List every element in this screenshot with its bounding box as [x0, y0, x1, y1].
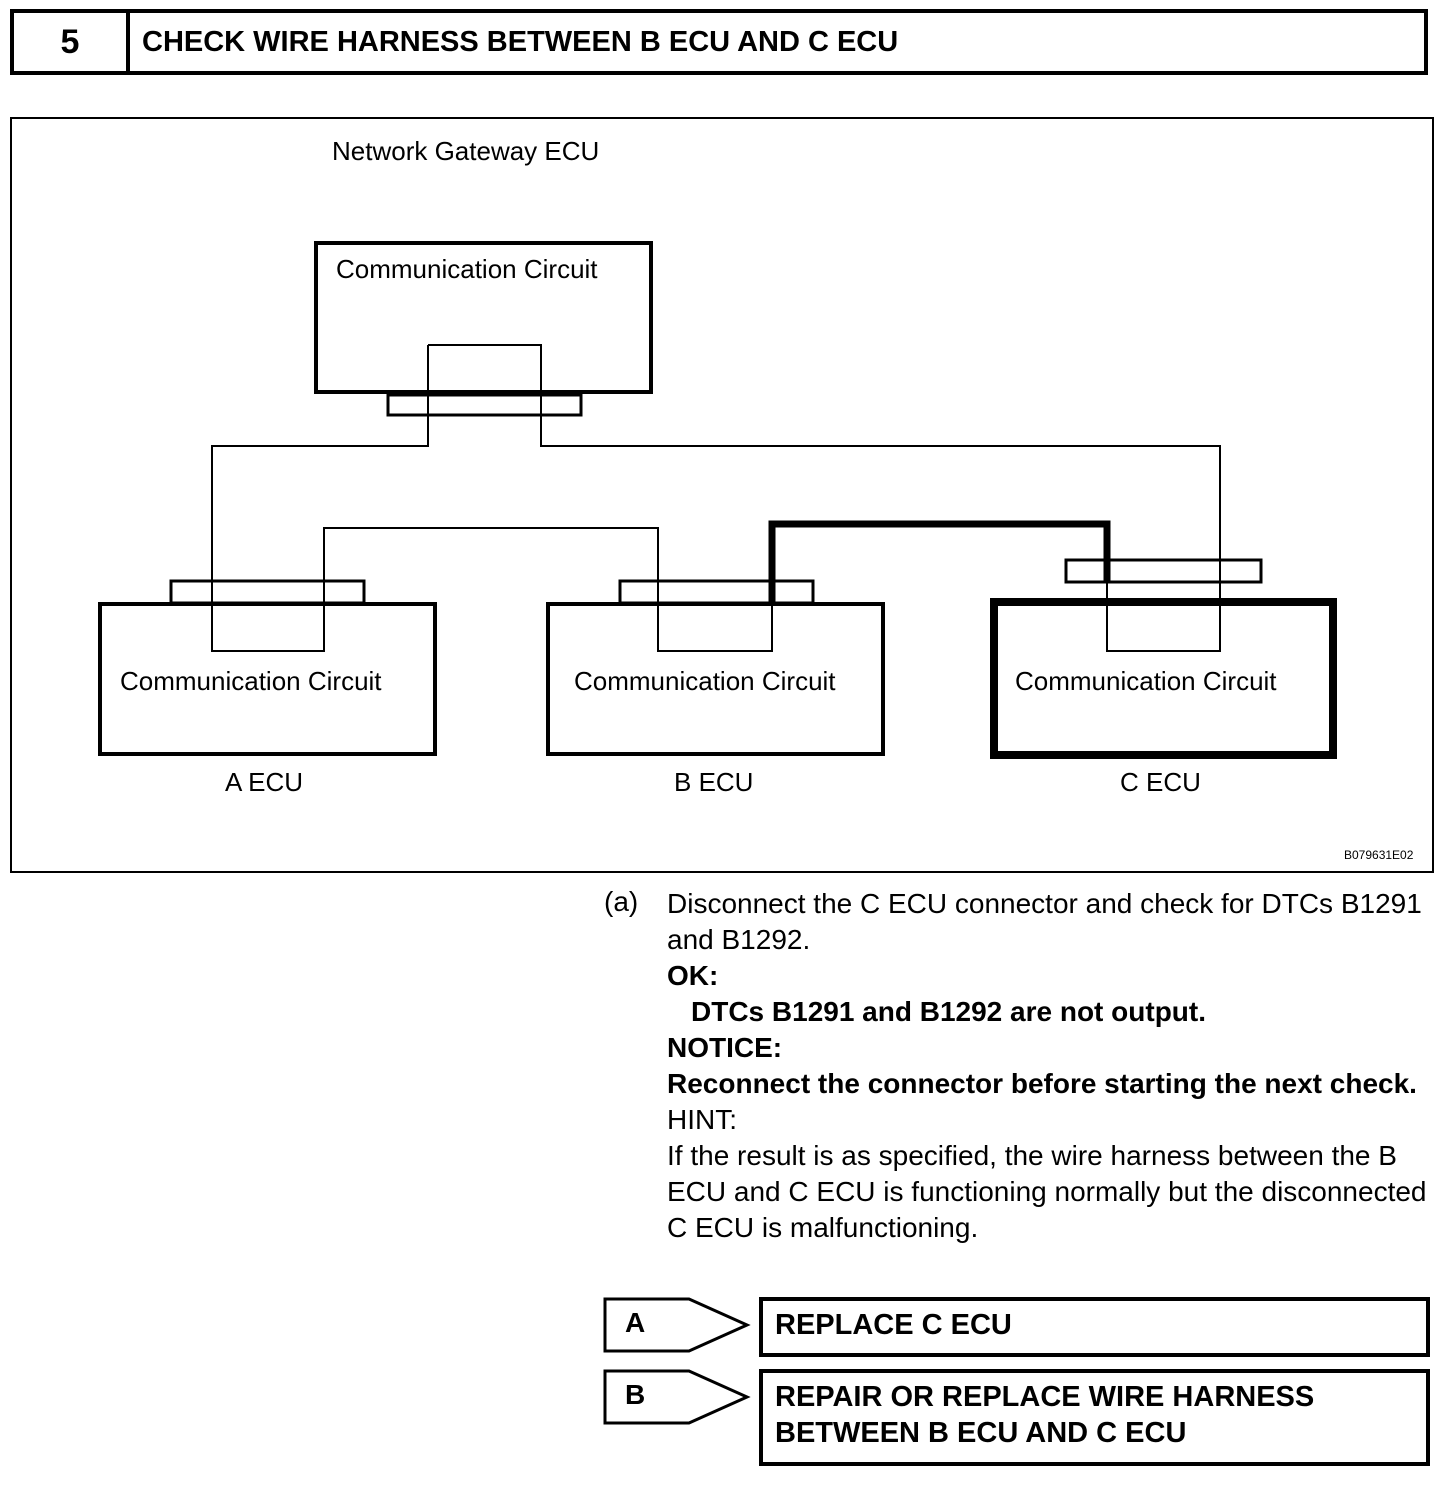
b-ecu-box [546, 602, 885, 756]
ok-text: DTCs B1291 and B1292 are not output. [691, 996, 1207, 1027]
result-a-tag: A [603, 1297, 753, 1355]
ok-label: OK: [667, 960, 719, 991]
result-b-action: REPAIR OR REPLACE WIRE HARNESS BETWEEN B… [759, 1369, 1430, 1466]
notice-label: NOTICE: [667, 1032, 783, 1063]
b-ecu-circuit-label: Communication Circuit [574, 666, 836, 696]
a-ecu-label: A ECU [225, 767, 304, 797]
substep-label: (a) [604, 886, 639, 917]
instruction-text: Disconnect the C ECU connector and check… [667, 888, 1422, 955]
step-number: 5 [14, 13, 130, 71]
step-title: CHECK WIRE HARNESS BETWEEN B ECU AND C E… [142, 25, 899, 58]
c-ecu-box [990, 598, 1337, 759]
a-ecu-box [98, 602, 437, 756]
b-ecu-connector [618, 579, 815, 605]
c-ecu-connector [1064, 558, 1263, 584]
wire-harness-b-c [768, 520, 1111, 603]
b-ecu-label: B ECU [674, 767, 754, 797]
gateway-label: Network Gateway ECU [332, 136, 600, 166]
notice-text: Reconnect the connector before starting … [667, 1068, 1417, 1099]
result-b-tag: B [603, 1369, 753, 1427]
arrow-tag-icon [603, 1297, 751, 1353]
figure-code: B079631E02 [1344, 848, 1414, 862]
wiring-diagram-drawing [98, 241, 1337, 759]
wire-gateway-loop [428, 344, 1221, 652]
wiring-diagram: Network Gateway ECU Communication Circui… [10, 117, 1434, 873]
a-ecu-connector [169, 579, 366, 605]
c-ecu-label: C ECU [1120, 767, 1201, 797]
step-header: 5 CHECK WIRE HARNESS BETWEEN B ECU AND C… [10, 9, 1428, 75]
instruction-block: Disconnect the C ECU connector and check… [667, 886, 1427, 1246]
hint-label: HINT: [667, 1104, 737, 1135]
c-ecu-circuit-label: Communication Circuit [1015, 666, 1277, 696]
gateway-circuit-label: Communication Circuit [336, 254, 598, 284]
result-b-letter: B [625, 1379, 646, 1410]
a-ecu-circuit-label: Communication Circuit [120, 666, 382, 696]
arrow-tag-icon [603, 1369, 751, 1425]
result-a-letter: A [625, 1307, 646, 1338]
wire-gateway-a [211, 345, 773, 652]
result-a-action: REPLACE C ECU [759, 1297, 1430, 1357]
gateway-circuit-box [314, 241, 653, 394]
gateway-connector [386, 393, 583, 417]
hint-text: If the result is as specified, the wire … [667, 1140, 1427, 1243]
